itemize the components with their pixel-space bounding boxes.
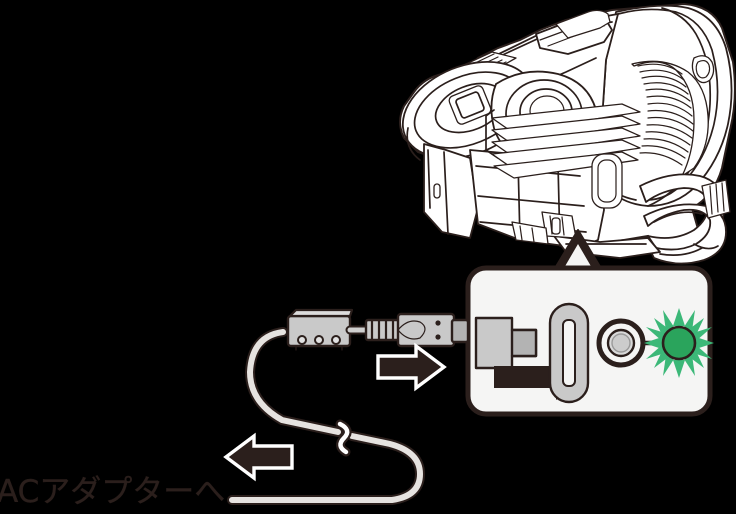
dc-input-port xyxy=(548,302,590,404)
lens-hood-tab xyxy=(691,55,715,84)
insert-arrow-outline xyxy=(376,342,447,392)
cable-break-squiggle xyxy=(335,419,352,457)
camcorder-illustration xyxy=(399,2,736,265)
power-lamp xyxy=(596,318,665,368)
dc-cable xyxy=(227,327,426,505)
ac-adapter-caption: ACアダプターへ xyxy=(0,474,226,510)
camcorder-rear-body xyxy=(423,143,479,239)
dc-plug-barrel xyxy=(396,312,470,348)
accessory-shoe xyxy=(535,9,613,55)
dc-input-detail-panel xyxy=(465,265,714,417)
lamp-lit-green-indicator xyxy=(644,308,714,378)
dc-power-cable-assembly xyxy=(227,308,470,505)
dc-terminal-cover xyxy=(511,211,577,245)
plug-strain-relief xyxy=(364,318,402,342)
dc-connector-plug xyxy=(474,316,538,370)
to-ac-adapter-arrow xyxy=(223,432,294,482)
side-panel-door xyxy=(591,153,623,209)
lens-focus-ring xyxy=(631,60,709,177)
ferrite-core xyxy=(286,308,354,351)
